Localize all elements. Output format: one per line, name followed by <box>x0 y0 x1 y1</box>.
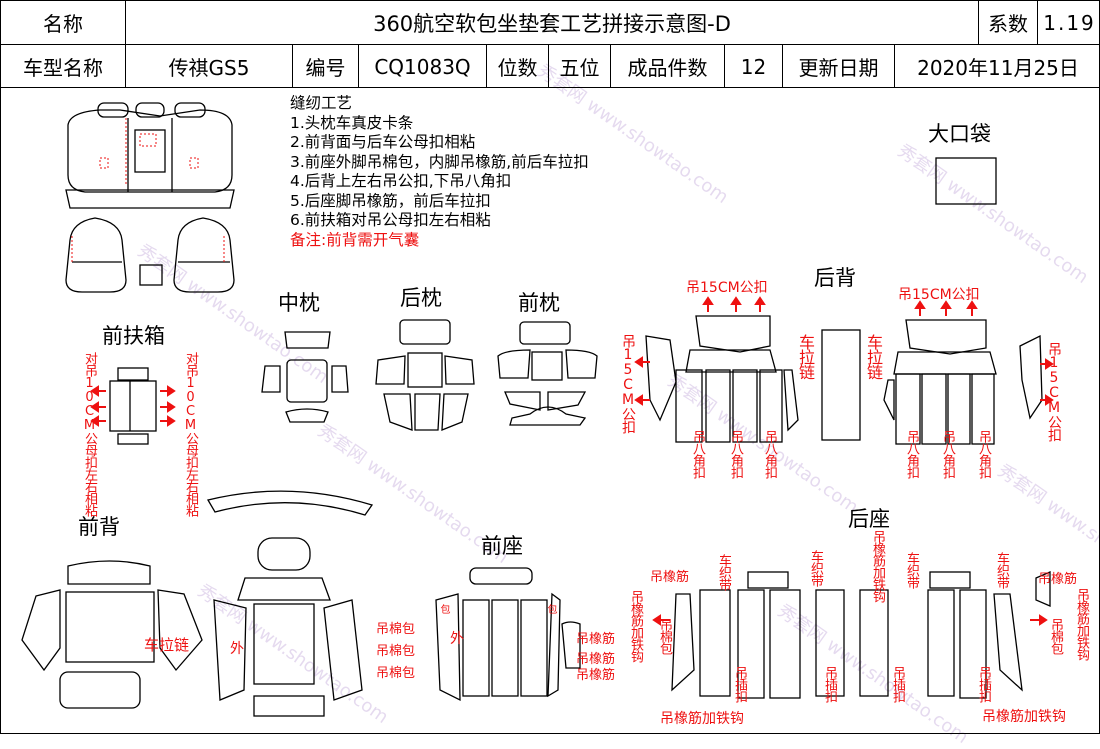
rear-pillow-label: 后枕 <box>400 286 442 310</box>
pack-note: 包 <box>545 604 556 613</box>
front-armrest-pieces <box>109 367 157 445</box>
rear-seat-elastic-note: 吊橡筋 <box>650 570 690 585</box>
outer-note: 外 <box>450 631 464 647</box>
octagon-note: 吊八角扣 <box>976 430 991 478</box>
rear-seat-label: 后座 <box>848 507 890 531</box>
cotton-pack-note: 吊棉包 <box>376 644 416 659</box>
rear-seat-hook-note: 吊橡筋加铁钩 <box>1074 588 1089 660</box>
cotton-pack-note: 吊棉包 <box>376 666 416 681</box>
rear-back-label: 后背 <box>814 266 856 290</box>
insert-hang-note: 吊插扣 <box>732 666 747 702</box>
seats-value: 五位 <box>549 45 611 88</box>
process-step: 3.前座外脚吊棉包，内脚吊橡筋,前后车拉扣 <box>290 152 589 171</box>
coef-value: 1.19 <box>1038 1 1100 45</box>
front-back-pieces <box>21 490 374 717</box>
rear-seat-strap-note: 车织带 <box>808 550 823 586</box>
armrest-left-note: 对吊10CM公母扣左右相粘 <box>82 352 97 516</box>
bottom-hook-note-left: 吊橡筋加铁钩 <box>660 711 744 727</box>
pattern-drawing <box>21 102 1054 717</box>
insert-hang-note: 吊插扣 <box>976 666 991 702</box>
rear-seat-strap-note: 车织带 <box>904 552 919 588</box>
process-step: 1.头枕车真皮卡条 <box>290 113 414 132</box>
model-label: 车型名称 <box>1 45 126 88</box>
armrest-right-note: 对吊10CM公母扣左右相粘 <box>183 352 198 516</box>
process-notes: 缝纫工艺 1.头枕车真皮卡条 2.前背面与后车公母扣相粘 3.前座外脚吊棉包，内… <box>290 94 589 250</box>
code-value: CQ1083Q <box>359 45 487 88</box>
seats-label: 位数 <box>487 45 549 88</box>
insert-hang-note: 吊插扣 <box>822 666 837 702</box>
middle-pillow-pieces <box>261 331 349 423</box>
date-value: 2020年11月25日 <box>917 56 1079 80</box>
spec-header-table: 名称 360航空软包坐垫套工艺拼接示意图-D 系数 1.19 车型名称 传祺GS… <box>0 0 1100 88</box>
front-seat-label: 前座 <box>481 534 523 558</box>
rear-back-left-pieces <box>645 315 861 443</box>
date-label: 更新日期 <box>783 45 895 88</box>
rear-seat-cotton-note: 吊棉包 <box>657 618 672 654</box>
thumb-front-seat-left <box>65 217 127 293</box>
rear-back-right-hang-note: 吊15CM公扣 <box>898 287 980 303</box>
insert-hang-note: 吊插扣 <box>890 666 905 702</box>
bottom-hook-note-right: 吊橡筋加铁钩 <box>982 709 1066 725</box>
rear-seat-hook-note-center: 吊橡筋加铁钩 <box>870 530 885 602</box>
front-pillow-pieces <box>497 321 598 426</box>
octagon-note: 吊八角扣 <box>940 430 955 478</box>
process-step: 5.后座脚吊橡筋，前后车拉扣 <box>290 191 491 210</box>
pieces-value: 12 <box>725 45 783 88</box>
zipper-note: 车拉链 <box>796 334 815 379</box>
octagon-note: 吊八角扣 <box>904 430 919 478</box>
rear-pillow-pieces <box>375 319 475 431</box>
pack-note: 包 <box>438 604 449 613</box>
rear-seat-strap-note: 车织带 <box>994 552 1009 588</box>
cotton-pack-note: 吊棉包 <box>376 622 416 637</box>
front-back-zipper-note: 车拉链 <box>144 636 190 654</box>
rear-back-right-side-note: 吊15CM公扣 <box>1046 342 1062 441</box>
rear-back-left-side-note: 吊15CM公扣 <box>620 334 636 433</box>
octagon-note: 吊八角扣 <box>728 430 743 478</box>
front-armrest-label: 前扶箱 <box>102 324 165 348</box>
big-pocket-piece <box>935 157 997 205</box>
elastic-note: 吊橡筋 <box>576 632 616 647</box>
pieces-label: 成品件数 <box>611 45 725 88</box>
elastic-note: 吊橡筋 <box>576 668 616 683</box>
name-label: 名称 <box>1 1 126 45</box>
front-pillow-label: 前枕 <box>518 291 560 315</box>
big-pocket-label: 大口袋 <box>928 122 991 146</box>
thumb-rear-seat <box>65 102 235 209</box>
front-back-label: 前背 <box>78 515 120 539</box>
front-seat-pieces <box>435 567 581 702</box>
code-label: 编号 <box>293 45 359 88</box>
model-value: 传祺GS5 <box>126 45 293 88</box>
process-step: 6.前扶箱对吊公母扣左右相粘 <box>290 211 491 229</box>
octagon-note: 吊八角扣 <box>690 430 705 478</box>
rear-seat-cotton-note: 吊棉包 <box>1048 618 1063 654</box>
rear-back-left-hang-note: 吊15CM公扣 <box>686 280 768 296</box>
rear-seat-elastic-note: 吊橡筋 <box>1038 572 1078 587</box>
process-step: 4.后背上左右吊公扣,下吊八角扣 <box>290 172 512 190</box>
process-step: 2.前背面与后车公母扣相粘 <box>290 133 476 151</box>
outer-note: 外 <box>230 641 244 657</box>
process-title: 缝纫工艺 <box>290 94 353 112</box>
thumb-front-seat-right <box>173 217 235 293</box>
rear-back-right-pieces <box>883 319 1043 445</box>
elastic-note: 吊橡筋 <box>576 652 616 667</box>
document-title: 360航空软包坐垫套工艺拼接示意图-D <box>126 1 979 45</box>
middle-pillow-label: 中枕 <box>278 291 320 315</box>
rear-seat-hook-note: 吊橡筋加铁钩 <box>628 590 643 662</box>
rear-seat-strap-note: 车织带 <box>716 554 731 590</box>
process-note: 备注:前背需开气囊 <box>290 230 420 249</box>
rear-seat-pieces <box>671 571 1051 699</box>
octagon-note: 吊八角扣 <box>762 430 777 478</box>
coef-label: 系数 <box>979 1 1038 45</box>
zipper-note: 车拉链 <box>864 334 883 379</box>
thumb-armrest <box>139 264 163 286</box>
